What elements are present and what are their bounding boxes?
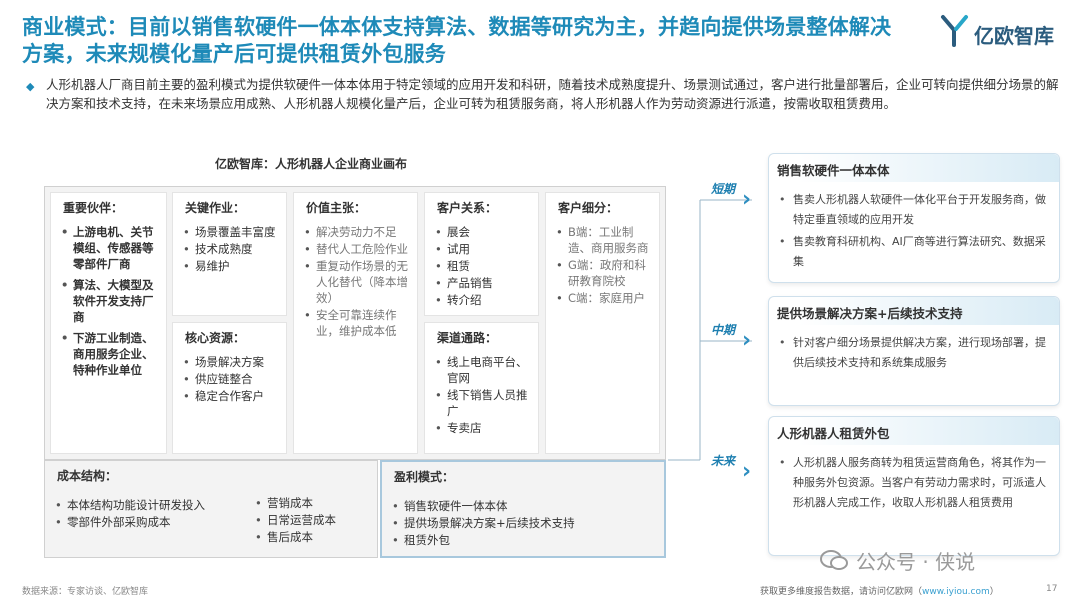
list-item: 展会 [435,224,532,240]
list-item: 安全可靠连续作业，维护成本低 [304,307,411,339]
revenue-model-box: 盈利模式： 销售软硬件一体本体 提供场景解决方案+后续技术支持 租赁外包 [380,460,666,558]
list-item: 租赁 [435,258,532,274]
list-item: B端：工业制造、商用服务商 [556,224,653,256]
key-activities-header: 关键作业： [185,201,246,215]
list-item: 本体结构功能设计研发投入 [55,497,239,513]
logo-text: 亿欧智库 [974,24,1054,48]
cost-structure-header: 成本结构： [57,469,118,483]
list-item: 零部件外部采购成本 [55,514,239,530]
channels-box: 渠道通路： 线上电商平台、官网 线下销售人员推广 专卖店 [424,322,539,454]
list-item: 下游工业制造、商用服务企业、特种作业单位 [61,330,160,378]
list-item: 易维护 [183,258,280,274]
chevron-right-icon: › [742,187,752,212]
stage-card-short-term: 销售软硬件一体本体 售卖人形机器人软硬件一体化平台于开发服务商，做特定垂直领域的… [768,153,1060,283]
cost-structure-box: 成本结构： 本体结构功能设计研发投入 零部件外部采购成本 营销成本 日常运营成本… [44,460,378,558]
list-item: 营销成本 [255,495,369,511]
footer-more-info-end: ） [989,587,999,597]
page-title: 商业模式：目前以销售软硬件一体本体支持算法、数据等研究为主，并趋向提供场景整体解… [22,15,892,66]
list-item: 稳定合作客户 [183,388,280,404]
diamond-bullet-icon: ◆ [26,80,35,93]
list-item: 算法、大模型及软件开发支持厂商 [61,277,160,325]
stage-label-future: 未来 [711,454,736,468]
list-item: 线上电商平台、官网 [435,354,532,386]
key-resources-box: 核心资源： 场景解决方案 供应链整合 稳定合作客户 [172,322,287,454]
list-item: 解决劳动力不足 [304,224,411,240]
wechat-icon [820,550,848,570]
key-resources-header: 核心资源： [185,331,246,345]
list-item: 上游电机、关节模组、传感器等零部件厂商 [61,224,160,272]
customer-segments-header: 客户细分： [558,201,619,215]
key-partners-header: 重要伙伴： [63,201,124,215]
stage-card-title: 销售软硬件一体本体 [769,154,1059,182]
list-item: 租赁外包 [392,532,656,548]
value-proposition-header: 价值主张： [306,201,367,215]
list-item: 专卖店 [435,420,532,436]
footer-url-link[interactable]: www.iyiou.com [922,587,990,597]
stage-card-title: 提供场景解决方案+后续技术支持 [769,297,1059,325]
customer-relations-header: 客户关系： [437,201,498,215]
footer-more-info: 获取更多维度报告数据，请访问亿欧网（ [760,587,923,597]
list-item: 替代人工危险作业 [304,241,411,257]
canvas-title: 亿欧智库：人形机器人企业商业画布 [215,157,408,171]
logo: 亿欧智库 [940,14,1065,50]
stage-label-mid-term: 中期 [711,323,736,337]
list-item: 场景解决方案 [183,354,280,370]
key-partners-box: 重要伙伴： 上游电机、关节模组、传感器等零部件厂商 算法、大模型及软件开发支持厂… [50,192,167,454]
customer-relations-box: 客户关系： 展会 试用 租赁 产品销售 转介绍 [424,192,539,316]
page-number: 17 [1046,584,1058,594]
channels-header: 渠道通路： [437,331,498,345]
list-item: 产品销售 [435,275,532,291]
list-item: 针对客户细分场景提供解决方案，进行现场部署，提供后续技术支持和系统集成服务 [779,333,1051,373]
list-item: 供应链整合 [183,371,280,387]
list-item: 试用 [435,241,532,257]
list-item: C端：家庭用户 [556,290,653,306]
stage-card-title: 人形机器人租赁外包 [769,417,1059,445]
list-item: 场景覆盖丰富度 [183,224,280,240]
list-item: 重复动作场景的无人化替代（降本增效） [304,258,411,306]
list-item: 提供场景解决方案+后续技术支持 [392,515,656,531]
list-item: 销售软硬件一体本体 [392,498,656,514]
list-item: G端：政府和科研教育院校 [556,257,653,289]
list-item: 售卖人形机器人软硬件一体化平台于开发服务商，做特定垂直领域的应用开发 [779,190,1051,230]
chevron-right-icon: › [742,459,752,484]
revenue-model-header: 盈利模式： [394,470,455,484]
stage-card-future: 人形机器人租赁外包 人形机器人服务商转为租赁运营商角色，将其作为一种服务外包资源… [768,416,1060,556]
customer-segments-box: 客户细分： B端：工业制造、商用服务商 G端：政府和科研教育院校 C端：家庭用户 [545,192,660,454]
logo-mark-icon [941,15,968,47]
list-item: 技术成熟度 [183,241,280,257]
list-item: 售后成本 [255,529,369,545]
chevron-right-icon: › [742,328,752,353]
footer-note: 获取更多维度报告数据，请访问亿欧网（www.iyiou.com） [760,584,999,597]
data-source: 数据来源：专家访谈、亿欧智库 [22,587,149,597]
list-item: 日常运营成本 [255,512,369,528]
watermark-text: 公众号 · 侠说 [856,550,976,574]
list-item: 转介绍 [435,292,532,308]
stage-label-short-term: 短期 [711,182,736,196]
intro-paragraph: 人形机器人厂商目前主要的盈利模式为提供软硬件一体本体用于特定领域的应用开发和科研… [46,77,1059,111]
list-item: 人形机器人服务商转为租赁运营商角色，将其作为一种服务外包资源。当客户有劳动力需求… [779,453,1051,513]
list-item: 线下销售人员推广 [435,387,532,419]
connector-lines [668,199,752,461]
stage-card-mid-term: 提供场景解决方案+后续技术支持 针对客户细分场景提供解决方案，进行现场部署，提供… [768,296,1060,406]
list-item: 售卖教育科研机构、AI厂商等进行算法研究、数据采集 [779,232,1051,272]
key-activities-box: 关键作业： 场景覆盖丰富度 技术成熟度 易维护 [172,192,287,316]
value-proposition-box: 价值主张： 解决劳动力不足 替代人工危险作业 重复动作场景的无人化替代（降本增效… [293,192,418,454]
